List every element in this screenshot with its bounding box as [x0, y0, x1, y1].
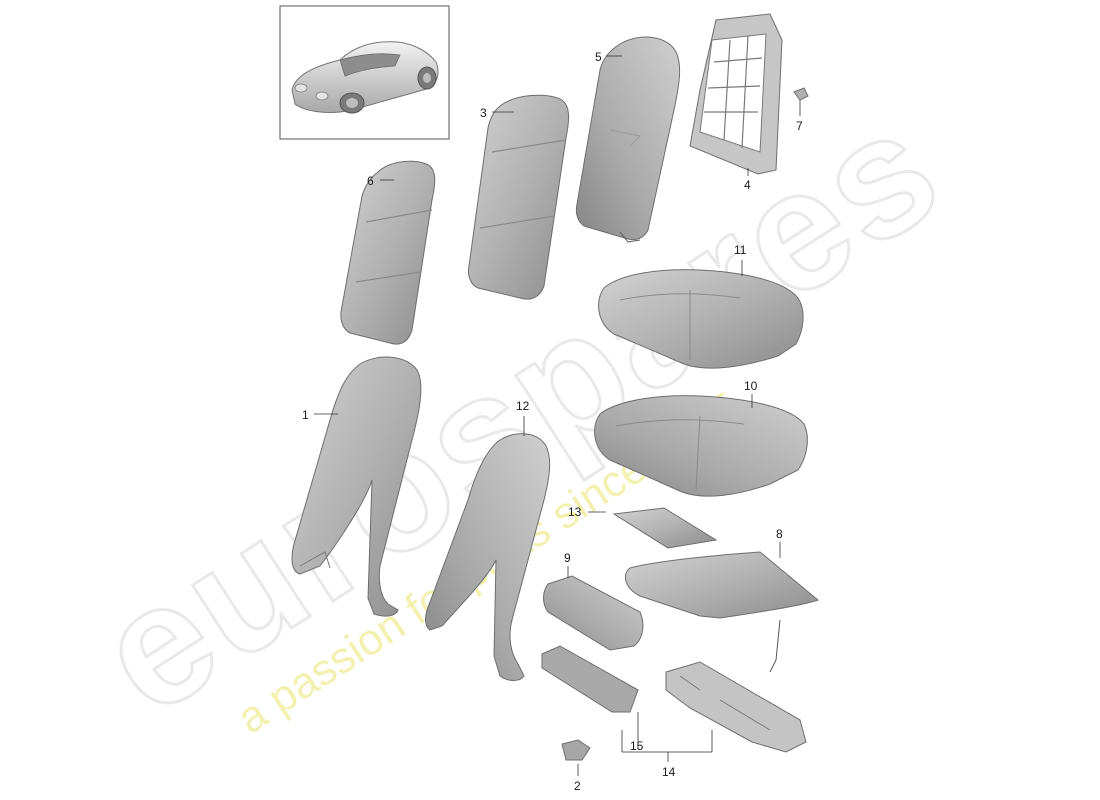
part-2-connector	[561, 739, 591, 761]
part-13-strip	[612, 507, 718, 549]
callout-15: 15	[630, 739, 644, 753]
callout-12: 12	[516, 399, 530, 413]
part-5-backrest-shell	[575, 36, 681, 243]
leader-lines	[314, 55, 801, 776]
part-4-backrest-frame	[689, 13, 783, 175]
callouts: 6 3 5 4 7 1 12 11 10 13 8 9 15 14 2	[302, 50, 803, 793]
callout-10: 10	[744, 379, 758, 393]
callout-4: 4	[744, 178, 751, 192]
vehicle-thumbnail	[279, 5, 450, 140]
callout-2: 2	[574, 779, 581, 793]
part-11-seat-cover	[598, 269, 804, 369]
part-15-element	[541, 645, 639, 713]
part-6-backrest-pad	[340, 160, 436, 345]
callout-6: 6	[367, 174, 374, 188]
part-7-clip	[793, 87, 809, 101]
part-9-foam-block	[543, 575, 644, 651]
part-14-assembly-tray	[665, 661, 807, 753]
part-3-backrest-cover	[468, 94, 570, 300]
callout-13: 13	[568, 505, 582, 519]
callout-14: 14	[662, 765, 676, 779]
part-12-side-bolster	[425, 433, 551, 681]
callout-8: 8	[776, 527, 783, 541]
callout-7: 7	[796, 119, 803, 133]
callout-1: 1	[302, 408, 309, 422]
part-8-seat-base	[624, 551, 820, 673]
callout-11: 11	[734, 243, 747, 257]
car-icon	[291, 41, 439, 114]
part-1-side-bolster	[291, 356, 422, 617]
callout-3: 3	[480, 106, 487, 120]
callout-5: 5	[595, 50, 602, 64]
part-10-seat-pad	[594, 395, 808, 497]
callout-9: 9	[564, 551, 571, 565]
